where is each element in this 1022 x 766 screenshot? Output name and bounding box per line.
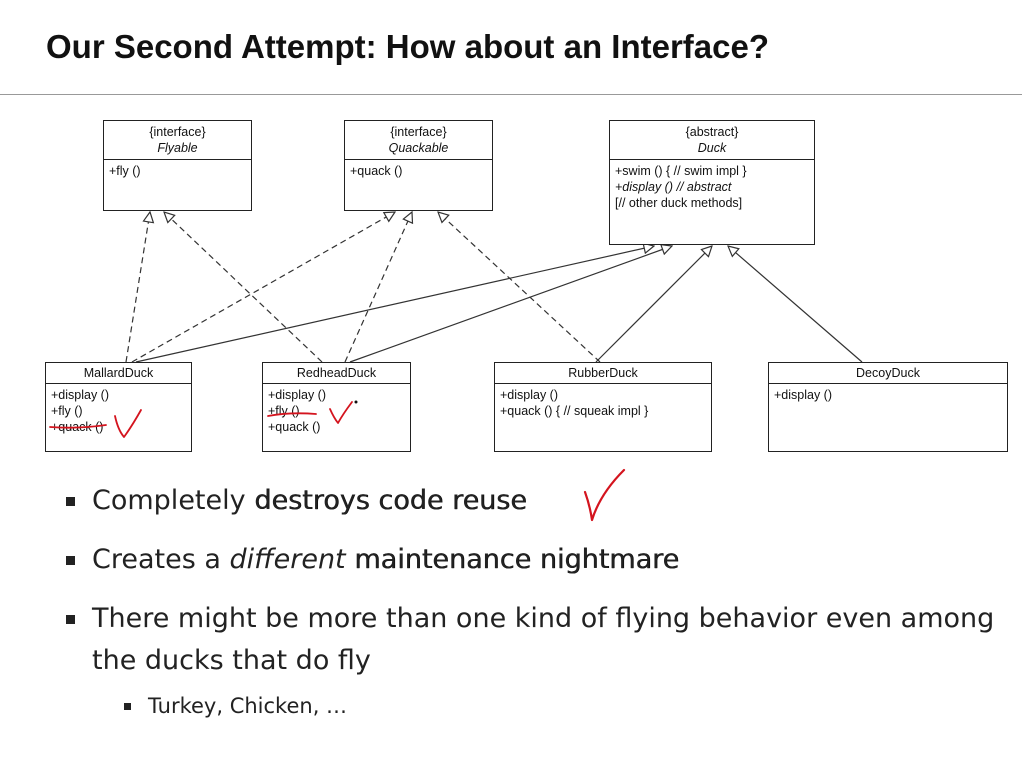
duck-members: +swim () { // swim impl } +display () //… xyxy=(610,160,814,214)
quackable-stereotype: {interface} xyxy=(390,125,447,139)
flyable-interface-box: {interface} Flyable +fly () xyxy=(103,120,252,211)
mallard-member: +fly () xyxy=(51,404,83,418)
bullet-item: Completely destroys code reuse xyxy=(62,480,1002,522)
mallard-realizes-flyable xyxy=(125,212,150,363)
redhead-realizes-quackable xyxy=(344,212,412,363)
duck-member: [// other duck methods] xyxy=(615,196,743,210)
duck-name: Duck xyxy=(697,141,727,155)
slide-title: Our Second Attempt: How about an Interfa… xyxy=(46,28,769,65)
mallard-realizes-quackable xyxy=(131,212,395,363)
decoy-name: DecoyDuck xyxy=(856,366,920,380)
title-divider xyxy=(0,94,1022,95)
mallard-header: MallardDuck xyxy=(46,363,191,384)
redhead-duck-box: RedheadDuck +display () +fly () +quack (… xyxy=(262,362,411,452)
redhead-member: +quack () xyxy=(268,420,321,434)
quackable-name: Quackable xyxy=(388,141,449,155)
rubber-members: +display () +quack () { // squeak impl } xyxy=(495,384,711,422)
bullet-text: Creates a xyxy=(92,544,230,575)
redhead-members: +display () +fly () +quack () xyxy=(263,384,410,438)
duck-abstract-box: {abstract} Duck +swim () { // swim impl … xyxy=(609,120,815,245)
flyable-stereotype: {interface} xyxy=(149,125,206,139)
mallard-name: MallardDuck xyxy=(83,366,154,380)
redhead-member: +fly () xyxy=(268,404,300,418)
mallard-members: +display () +fly () +quack () xyxy=(46,384,191,438)
redhead-member: +display () xyxy=(268,388,327,402)
decoy-members: +display () xyxy=(769,384,1007,406)
bullet-emphasis: destroys code reuse xyxy=(254,485,527,516)
redhead-name: RedheadDuck xyxy=(296,366,377,380)
flyable-name: Flyable xyxy=(157,141,198,155)
bullet-list: Completely destroys code reuse Creates a… xyxy=(62,480,1002,721)
flyable-member: +fly () xyxy=(109,164,141,178)
mallard-member: +quack () xyxy=(51,420,104,434)
rubber-member: +quack () { // squeak impl } xyxy=(500,404,649,418)
mallard-extends-duck xyxy=(135,246,654,363)
sub-bullet-item: Turkey, Chicken, … xyxy=(122,691,1002,721)
rubber-member: +display () xyxy=(500,388,559,402)
rubber-duck-box: RubberDuck +display () +quack () { // sq… xyxy=(494,362,712,452)
duck-member: +display () // abstract xyxy=(615,180,732,194)
rubber-name: RubberDuck xyxy=(568,366,638,380)
redhead-extends-duck xyxy=(349,246,672,363)
duck-member: +swim () { // swim impl } xyxy=(615,164,747,178)
bullet-italic: different xyxy=(229,544,346,575)
quackable-interface-box: {interface} Quackable +quack () xyxy=(344,120,493,211)
redhead-header: RedheadDuck xyxy=(263,363,410,384)
bullet-item: There might be more than one kind of fly… xyxy=(62,598,1002,682)
mallard-duck-box: MallardDuck +display () +fly () +quack (… xyxy=(45,362,192,452)
quackable-header: {interface} Quackable xyxy=(345,121,492,160)
flyable-header: {interface} Flyable xyxy=(104,121,251,160)
rubber-extends-duck xyxy=(595,246,712,363)
decoy-extends-duck xyxy=(728,246,863,363)
decoy-header: DecoyDuck xyxy=(769,363,1007,384)
decoy-member: +display () xyxy=(774,388,833,402)
flyable-members: +fly () xyxy=(104,160,251,182)
redhead-realizes-flyable xyxy=(164,212,323,363)
quackable-member: +quack () xyxy=(350,164,403,178)
bullet-text: There might be more than one kind of fly… xyxy=(92,603,995,676)
duck-stereotype: {abstract} xyxy=(685,125,739,139)
rubber-header: RubberDuck xyxy=(495,363,711,384)
mallard-member: +display () xyxy=(51,388,110,402)
sub-bullet-text: Turkey, Chicken, … xyxy=(148,694,348,718)
quackable-members: +quack () xyxy=(345,160,492,182)
duck-header: {abstract} Duck xyxy=(610,121,814,160)
rubber-realizes-quackable xyxy=(438,212,601,363)
bullet-emphasis: maintenance nightmare xyxy=(345,544,680,575)
bullet-text: Completely xyxy=(92,485,255,516)
bullet-item: Creates a different maintenance nightmar… xyxy=(62,539,1002,581)
decoy-duck-box: DecoyDuck +display () xyxy=(768,362,1008,452)
